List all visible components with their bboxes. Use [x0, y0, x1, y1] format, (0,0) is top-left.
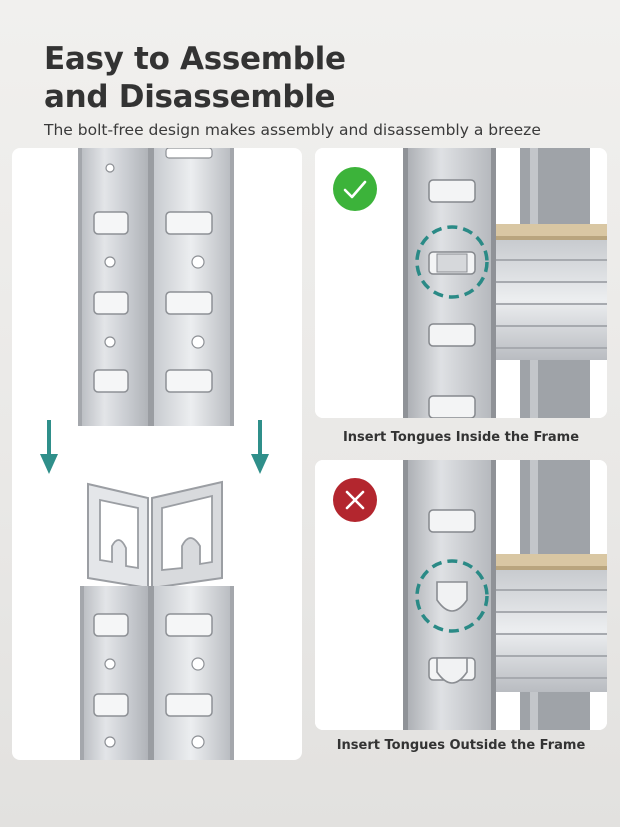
highlight-ring: [415, 225, 489, 299]
down-arrow-right-icon: [251, 420, 269, 474]
tongues-outside-illustration: [315, 460, 607, 730]
upper-post: [78, 148, 234, 426]
incorrect-method-panel: [315, 460, 607, 730]
assembly-illustration-panel: [12, 148, 302, 760]
check-icon: [333, 167, 377, 211]
upright-posts-illustration: [40, 148, 269, 760]
lower-post: [80, 480, 234, 760]
page-subtitle: The bolt-free design makes assembly and …: [44, 121, 541, 139]
incorrect-method-caption: Insert Tongues Outside the Frame: [336, 738, 586, 753]
correct-method-caption: Insert Tongues Inside the Frame: [342, 430, 580, 445]
page-title: Easy to Assemble and Disassemble: [44, 40, 346, 116]
title-line-1: Easy to Assemble: [44, 41, 346, 77]
tongues-inside-illustration: [315, 148, 607, 418]
highlight-ring: [415, 559, 489, 633]
cross-icon: [333, 478, 377, 522]
title-line-2: and Disassemble: [44, 79, 336, 115]
correct-method-panel: [315, 148, 607, 418]
down-arrow-left-icon: [40, 420, 58, 474]
